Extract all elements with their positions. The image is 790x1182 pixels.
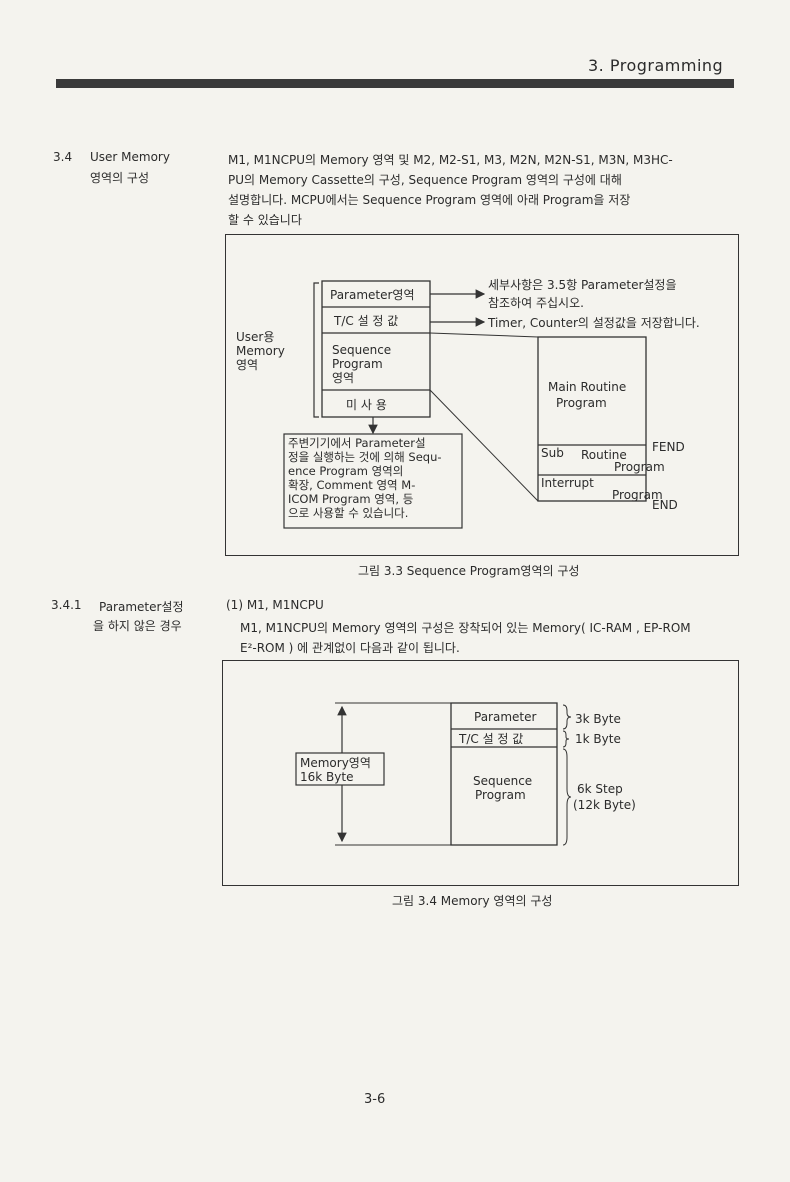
interrupt-label: Interrupt	[541, 476, 594, 490]
tc-size: 1k Byte	[575, 732, 621, 746]
parameter-note: 참조하여 주십시오.	[488, 296, 584, 310]
unused-note: ICOM Program 영역, 등	[288, 492, 413, 506]
sequence-size: 6k Step	[577, 782, 623, 796]
fend-label: FEND	[652, 440, 685, 454]
size-brace	[562, 748, 572, 846]
figure-3-3-diagram: User용 Memory 영역 Parameter영역 T/C 설 정 값 Se…	[236, 278, 700, 529]
unused-cell: 미 사 용	[346, 398, 387, 412]
sequence-cell: Program	[332, 357, 383, 371]
paragraph-line: 설명합니다. MCPU에서는 Sequence Program 영역에 아래 P…	[228, 193, 631, 207]
tc-cell: T/C 설 정 값	[333, 314, 398, 328]
unused-note: 주변기기에서 Parameter설	[288, 436, 426, 450]
program-blocks	[537, 336, 647, 502]
unused-note-box	[283, 433, 463, 529]
size-brace	[562, 730, 570, 748]
paragraph-line: PU의 Memory Cassette의 구성, Sequence Progra…	[228, 173, 622, 187]
user-memory-label: 영역	[236, 358, 258, 372]
section-number: 3.4	[53, 150, 73, 164]
expansion-line	[429, 389, 539, 502]
tc-cell: T/C 설 정 값	[458, 732, 523, 746]
paragraph-line: M1, M1NCPU의 Memory 영역 및 M2, M2-S1, M3, M…	[228, 153, 673, 167]
subsection-number: 3.4.1	[51, 598, 82, 612]
user-memory-bracket	[313, 282, 319, 418]
section-title-line1: User Memory	[90, 150, 170, 164]
figure-3-4: Memory영역 16k Byte Parameter T/C 설 정 값 Se…	[222, 660, 739, 886]
sub-routine-label: Sub	[541, 446, 564, 460]
sequence-cell: Sequence	[473, 774, 532, 788]
unused-note: 정을 실행하는 것에 의해 Sequ-	[288, 450, 442, 464]
page-number: 3-6	[364, 1092, 386, 1107]
sequence-cell: Sequence	[332, 343, 391, 357]
memory-column	[321, 280, 431, 418]
running-header: 3. Programming	[588, 56, 724, 75]
unused-note: 으로 사용할 수 있습니다.	[288, 506, 408, 520]
sequence-size: (12k Byte)	[573, 798, 636, 812]
memory-column	[450, 702, 558, 846]
figure-3-3: User용 Memory 영역 Parameter영역 T/C 설 정 값 Se…	[225, 234, 739, 556]
subsection-title-line2: 을 하지 않은 경우	[93, 619, 182, 633]
sub-routine-label: Routine	[581, 448, 627, 462]
parameter-note: 세부사항은 3.5항 Parameter설정을	[488, 278, 677, 292]
interrupt-label: Program	[612, 488, 663, 502]
unused-note: 확장, Comment 영역 M-	[288, 478, 415, 492]
user-memory-label: Memory	[236, 344, 285, 358]
subsection-paragraph: M1, M1NCPU의 Memory 영역의 구성은 장착되어 있는 Memor…	[240, 618, 760, 658]
sub-routine-label: Program	[614, 460, 665, 474]
header-rule	[56, 79, 734, 88]
subsection-subtitle: (1) M1, M1NCPU	[226, 598, 324, 612]
sequence-cell: Program	[475, 788, 526, 802]
size-brace	[562, 704, 572, 730]
sequence-cell: 영역	[332, 371, 354, 385]
unused-note: ence Program 영역의	[288, 464, 403, 478]
parameter-cell: Parameter	[474, 710, 536, 724]
user-memory-label: User용	[236, 330, 274, 344]
paragraph-line: 할 수 있습니다	[228, 213, 302, 227]
figure-3-4-caption: 그림 3.4 Memory 영역의 구성	[392, 894, 553, 908]
end-label: END	[652, 498, 678, 512]
section-title-line2: 영역의 구성	[90, 171, 150, 185]
main-routine-label: Main Routine	[548, 380, 626, 394]
figure-3-3-caption: 그림 3.3 Sequence Program영역의 구성	[358, 564, 580, 578]
figure-3-4-diagram: Memory영역 16k Byte Parameter T/C 설 정 값 Se…	[295, 702, 636, 846]
memory-label: Memory영역	[300, 756, 371, 770]
subsection-title-line1: Parameter설정	[99, 600, 184, 614]
memory-label: 16k Byte	[300, 770, 353, 784]
tc-note: Timer, Counter의 설정값을 저장합니다.	[487, 316, 700, 330]
memory-label-box	[295, 752, 385, 786]
parameter-cell: Parameter영역	[330, 288, 415, 302]
section-paragraph: M1, M1NCPU의 Memory 영역 및 M2, M2-S1, M3, M…	[228, 150, 738, 230]
main-routine-label: Program	[556, 396, 607, 410]
paragraph-line: E²-ROM ) 에 관계없이 다음과 같이 됩니다.	[240, 641, 460, 655]
parameter-size: 3k Byte	[575, 712, 621, 726]
paragraph-line: M1, M1NCPU의 Memory 영역의 구성은 장착되어 있는 Memor…	[240, 621, 691, 635]
expansion-line	[429, 332, 539, 338]
